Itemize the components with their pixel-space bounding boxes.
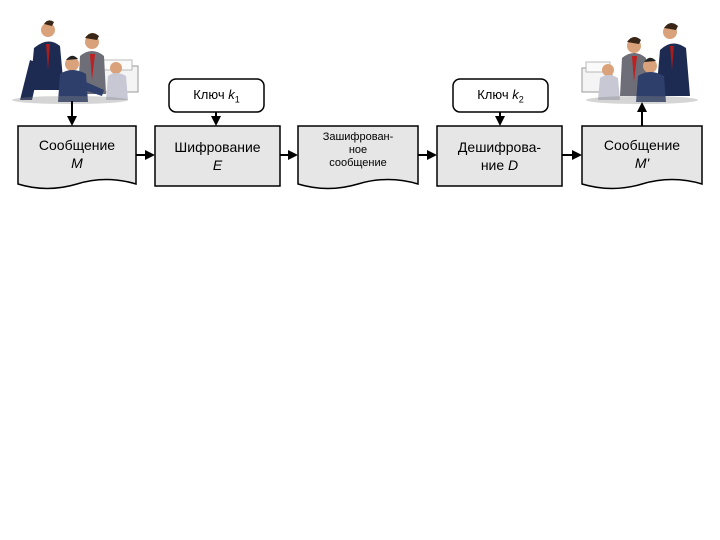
encrypted-message-label: Зашифрован- ное сообщение (322, 131, 394, 169)
decryption-box (436, 125, 563, 187)
encryption-label: Шифрование E (174, 139, 261, 173)
encrypted-message-box (297, 125, 419, 190)
message-out-label: Сообщение M' (603, 137, 681, 171)
people-clipart-icon (581, 22, 698, 104)
key2-label: Ключ k2 (477, 87, 524, 105)
message-in-label: Сообщение M (38, 137, 116, 171)
people-clipart-icon (12, 20, 139, 104)
message-in-box (17, 125, 137, 190)
key1-label: Ключ k1 (193, 87, 240, 105)
message-out-box (581, 125, 703, 190)
decryption-label: Дешифрова- ние D (457, 139, 542, 173)
